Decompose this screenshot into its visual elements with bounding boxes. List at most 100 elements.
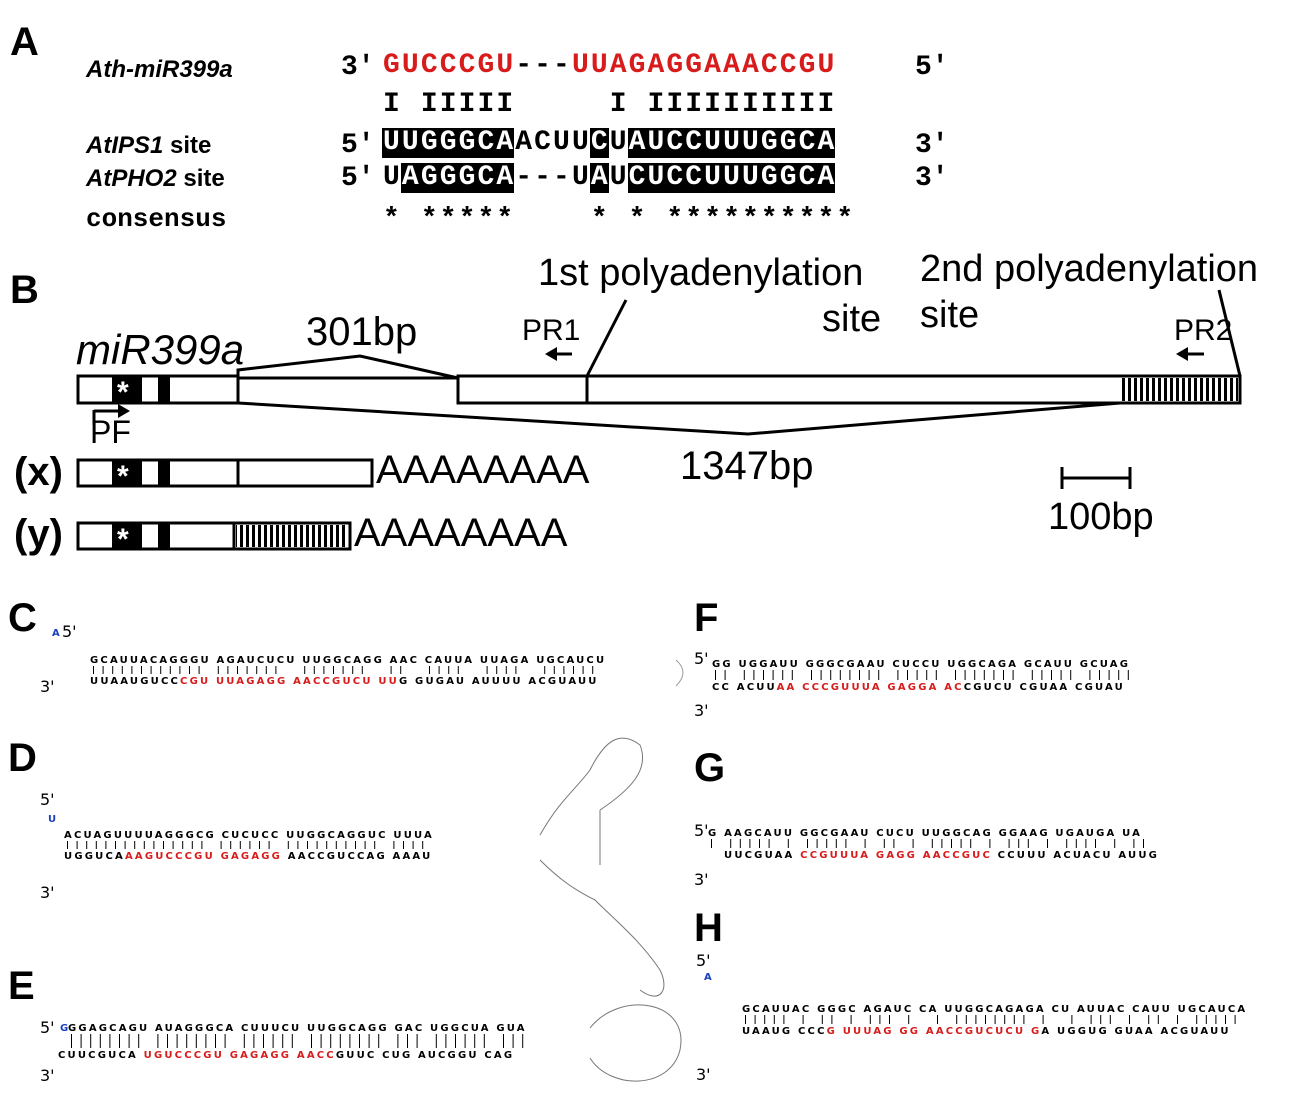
consRow-char: * <box>817 204 835 235</box>
mirnaRow-char: U <box>401 50 419 81</box>
panel-label-g: G <box>694 746 726 790</box>
ips1Row-char: U <box>722 127 741 158</box>
ips1Row-char: C <box>589 127 609 158</box>
pr1-label: PR1 <box>522 314 581 347</box>
consRow-char: * <box>836 204 854 235</box>
isoform-x-label: (x) <box>14 450 63 494</box>
pr1-arrow-icon <box>545 347 557 361</box>
pho2Row-char: G <box>438 162 458 193</box>
structure-e-pairs <box>71 1034 524 1048</box>
pho2Row-char: C <box>797 162 817 193</box>
pho2Row-char: C <box>665 162 685 193</box>
ips1Row-char: C <box>684 127 704 158</box>
mirnaRow-char: U <box>817 50 835 81</box>
pho2-label: AtPHO2 site <box>86 165 225 193</box>
pho2Row-char: A <box>589 162 609 193</box>
structure-e-3prime: 3' <box>40 1066 55 1085</box>
structure-d-bot: UGGUCAAAGUCCCGU GAGAGG AACCGUCCAG AAAU <box>64 851 432 862</box>
mirnaRow-char: A <box>704 50 721 81</box>
structure-d-5prime: 5' <box>40 790 55 809</box>
structure-h-bot: UAAUG CCCG UUUAG GG AACCGUCUCU GA UGGUG … <box>742 1026 1231 1037</box>
structure-d-branch <box>539 737 665 997</box>
pairRow-char: I <box>420 89 438 120</box>
isoform-y-striped <box>236 525 348 547</box>
structure-h-start: A <box>704 972 712 983</box>
pho2Row-char: U <box>383 162 400 193</box>
pairRow-char: I <box>383 89 400 120</box>
pho2-site-word: site <box>176 165 225 192</box>
mirnaRow-char: C <box>779 50 797 81</box>
pho2Row-char: G <box>759 162 779 193</box>
panel-label-h: H <box>694 906 723 950</box>
ips1Row-char: A <box>816 127 836 158</box>
intron-301-label: 301bp <box>306 310 418 354</box>
pho2Row-char: - <box>534 162 551 193</box>
pairRow-char: I <box>685 89 703 120</box>
consRow-char: * <box>723 204 740 235</box>
consRow-char: * <box>760 204 778 235</box>
consRow-char: * <box>477 204 495 235</box>
ips1Row-char: C <box>797 127 817 158</box>
structure-c-top: GCAUUACAGGGU AGAUCUCU UUGGCAGG AAC CAUUA… <box>90 655 606 666</box>
mirnaRow-char: G <box>383 50 400 81</box>
structure-e-loop <box>589 1004 682 1082</box>
mir-hairpin-box <box>112 377 142 402</box>
mirnaRow-char: A <box>609 50 627 81</box>
structure-d-start: U <box>48 814 56 825</box>
structure-c-pairs <box>93 666 594 674</box>
mirnaRow-char: A <box>647 50 665 81</box>
pairRow-char: I <box>496 89 514 120</box>
consRow-char: * <box>779 204 797 235</box>
pairRow-char: I <box>798 89 816 120</box>
pairRow-char: I <box>609 89 627 120</box>
ips1Row-char: U <box>703 127 723 158</box>
pr2-arrow-icon <box>1176 347 1188 361</box>
pho2-gene-name: AtPHO2 <box>86 165 177 192</box>
mirnaRow-char: C <box>420 50 438 81</box>
consensus-row: * ***** * * ********** <box>382 205 854 235</box>
ips1Row-char: G <box>759 127 779 158</box>
structure-d-3prime: 3' <box>40 883 55 902</box>
pho2Row-char: C <box>627 162 647 193</box>
consRow-char: * <box>496 204 514 235</box>
panel-label-e: E <box>8 964 35 1008</box>
pho2Row-char: - <box>553 162 570 193</box>
pho2Row-char: U <box>609 162 627 193</box>
panel-label-d: D <box>8 736 37 780</box>
consRow-char: * <box>590 204 608 235</box>
intron-1347-line <box>237 401 1121 436</box>
intron-301-trapezoid <box>236 354 459 380</box>
pairRow-char: I <box>760 89 778 120</box>
mirnaRow-char: A <box>741 50 759 81</box>
pairRow-char: I <box>477 89 495 120</box>
structure-c-loop <box>675 659 684 687</box>
structure-g-5prime: 5' <box>694 821 709 840</box>
structure-f-top: GG UGGAUU GGGCGAAU CUCCU UGGCAGA GCAUU G… <box>712 659 1130 670</box>
exon-star: * <box>117 376 129 409</box>
ips1-gene-name: AtIPS1 <box>86 132 164 159</box>
structure-h-top: GCAUUAC GGGC AGAUC CA UUGGCAGAGA CU AUUA… <box>742 1004 1247 1015</box>
structure-d-pairs <box>67 841 424 849</box>
site2-label-line1: 2nd polyadenylation <box>920 248 1259 290</box>
pho2Row-char: C <box>684 162 704 193</box>
pairRow-char: I <box>779 89 797 120</box>
structure-c-bot: UUAAUGUCCCGU UUAGAGG AACCGUCU UUG GUGAU … <box>90 676 599 687</box>
isoform-x-star: * <box>117 460 129 493</box>
ips1Row-char: C <box>665 127 685 158</box>
consRow-char: * <box>439 204 457 235</box>
structure-e-start: G <box>60 1023 68 1034</box>
pho2Row-char: U <box>646 162 666 193</box>
ips1-3prime: 3' <box>915 130 949 161</box>
ips1-label: AtIPS1 site <box>86 132 211 160</box>
ips1Row-char: U <box>609 127 627 158</box>
pairRow-char: I <box>704 89 721 120</box>
consRow-char: * <box>685 204 703 235</box>
pf-arrow-icon <box>118 404 130 418</box>
mirnaRow-char: U <box>571 50 589 81</box>
pho2Row-char: A <box>816 162 836 193</box>
isoform-y-polya: AAAAAAAA <box>354 511 568 555</box>
consRow-char: * <box>383 204 400 235</box>
pairRow-char: I <box>647 89 665 120</box>
